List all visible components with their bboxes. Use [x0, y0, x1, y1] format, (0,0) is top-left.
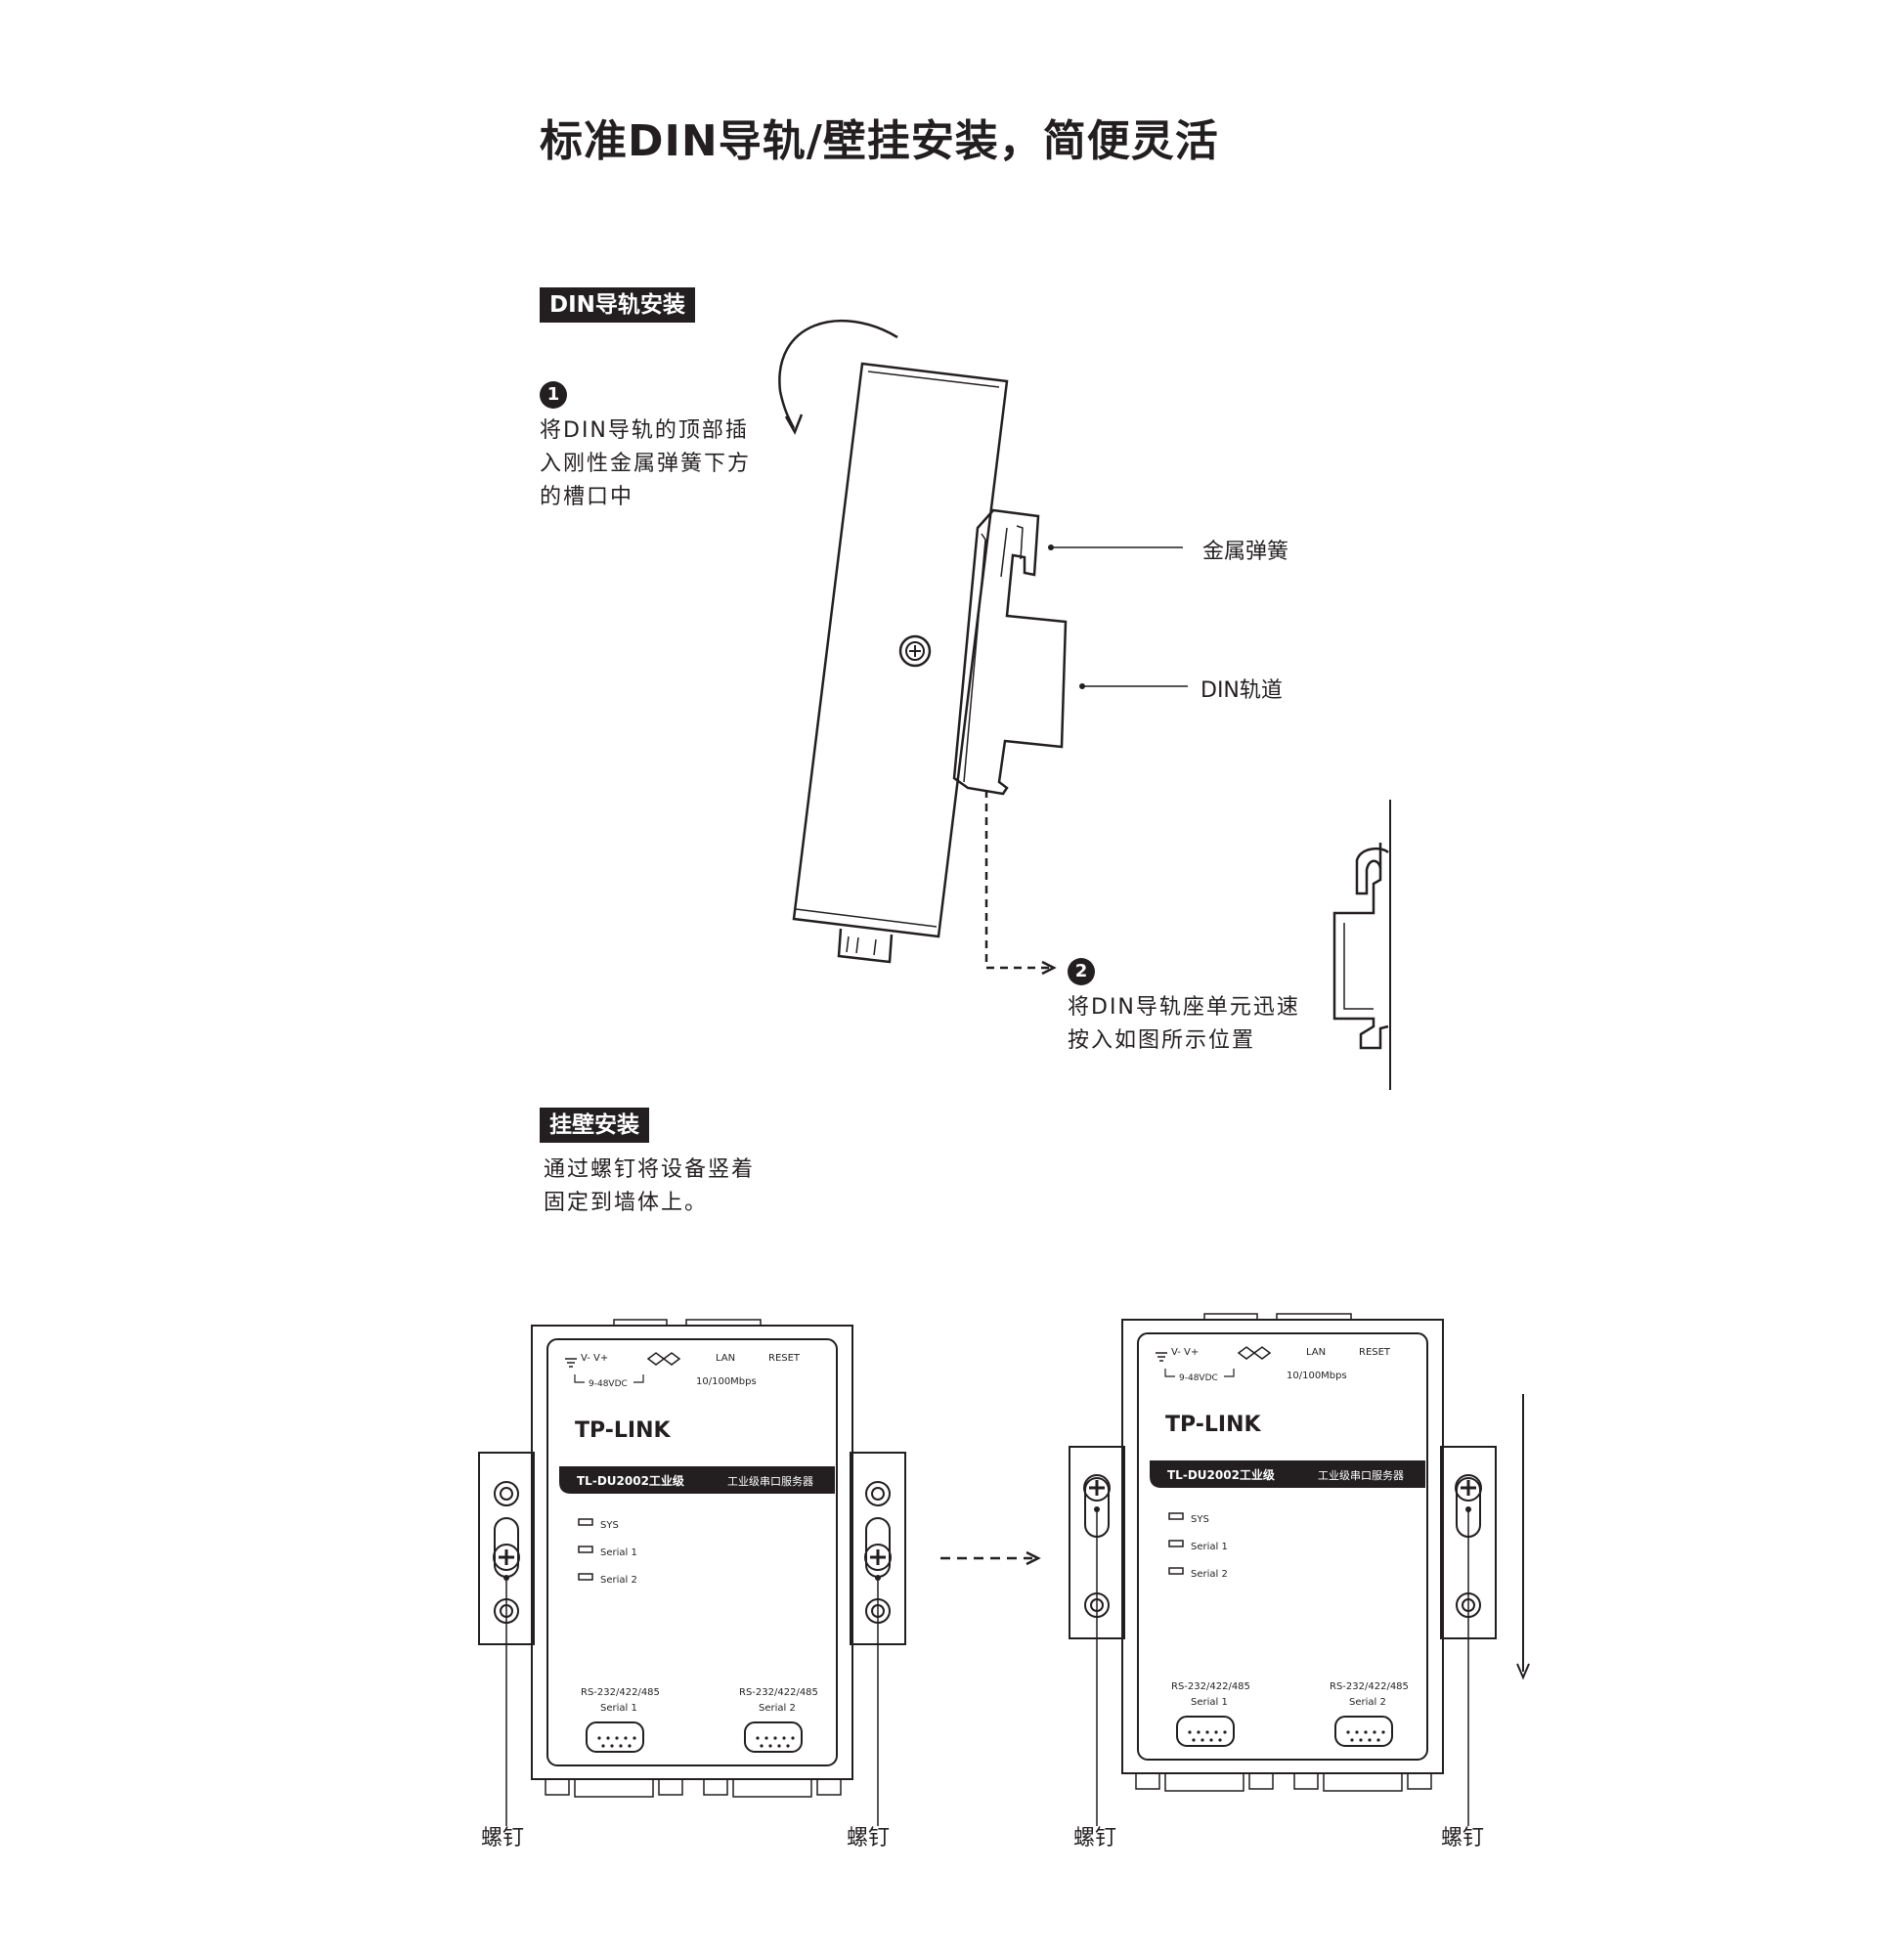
port-name-label: Serial 2 [759, 1703, 796, 1714]
metal-spring-callout: 金属弹簧 [1202, 540, 1289, 564]
screw-label: 螺钉 [481, 1826, 525, 1851]
device-shell [531, 1325, 853, 1780]
step-2-badge: 2 [1068, 958, 1095, 985]
serial-port-1 [586, 1721, 644, 1753]
led-label: Serial 1 [600, 1547, 637, 1558]
power-label: V- V+ [581, 1353, 608, 1364]
port-name-label: Serial 1 [600, 1703, 637, 1714]
wall-mount-line: 通过螺钉将设备竖着 [544, 1157, 756, 1182]
step-2-line: 将DIN导轨座单元迅速 [1068, 995, 1300, 1020]
screw-label: 螺钉 [1073, 1826, 1117, 1851]
step-1-line: 的槽口中 [540, 485, 634, 509]
screw-icon [1455, 1474, 1482, 1502]
wall-mount-device-before: V- V+ 9-48VDC LAN 10/100Mbps RESET TP-LI… [478, 1319, 906, 1826]
model-banner [1150, 1460, 1425, 1488]
screw-icon [1083, 1474, 1111, 1502]
voltage-label: 9-48VDC [589, 1379, 628, 1389]
slide-down-arrow [1516, 1394, 1530, 1680]
led-label: Serial 2 [1191, 1569, 1228, 1580]
step-2-instructions: 将DIN导轨座单元迅速 按入如图所示位置 [1068, 991, 1300, 1058]
lan-label: LAN [1306, 1347, 1326, 1358]
product-name: 工业级串口服务器 [1318, 1469, 1404, 1482]
led-label: Serial 1 [1191, 1542, 1228, 1552]
device-shell [1121, 1319, 1444, 1774]
led-label: Serial 2 [600, 1575, 637, 1586]
led-label: SYS [600, 1520, 619, 1531]
rotation-arrow [778, 319, 898, 429]
port-name-label: Serial 2 [1349, 1697, 1386, 1708]
din-rail-profile [1332, 843, 1389, 1050]
dashed-press-arrow [984, 790, 1051, 970]
wall-mount-instructions: 通过螺钉将设备竖着 固定到墙体上。 [544, 1154, 755, 1220]
din-clip-bracket [952, 508, 1068, 796]
step-1-badge: 1 [540, 381, 567, 409]
wall-mount-section-tag: 挂壁安装 [540, 1108, 649, 1143]
brand-logo: TP-LINK [1165, 1413, 1261, 1437]
screw-label: 螺钉 [1441, 1826, 1485, 1851]
din-rail-diagram [778, 319, 1391, 1090]
reset-label: RESET [768, 1353, 801, 1364]
screw-icon [493, 1544, 520, 1571]
step-1-line: 入刚性金属弹簧下方 [540, 452, 752, 476]
screw-icon [864, 1544, 892, 1571]
port-type-label: RS-232/422/485 [1171, 1681, 1250, 1692]
serial-port-2 [744, 1721, 803, 1753]
screw-label: 螺钉 [847, 1826, 891, 1851]
lan-speed-label: 10/100Mbps [1287, 1371, 1347, 1381]
led-label: SYS [1191, 1514, 1209, 1525]
port-type-label: RS-232/422/485 [739, 1687, 818, 1698]
port-type-label: RS-232/422/485 [581, 1687, 660, 1698]
port-type-label: RS-232/422/485 [1330, 1681, 1409, 1692]
step-2-line: 按入如图所示位置 [1068, 1028, 1256, 1053]
wall-mount-device-after: V- V+ 9-48VDC LAN 10/100Mbps RESET TP-LI… [1069, 1313, 1497, 1826]
lan-speed-label: 10/100Mbps [696, 1376, 757, 1387]
page-title: 标准DIN导轨/壁挂安装，简便灵活 [540, 116, 1219, 166]
din-rail-callout: DIN轨道 [1200, 678, 1283, 703]
move-arrow [940, 1550, 1041, 1566]
product-name: 工业级串口服务器 [727, 1475, 813, 1488]
device-front-panel [1137, 1332, 1428, 1761]
device-front-panel [546, 1338, 838, 1766]
reset-label: RESET [1359, 1347, 1391, 1358]
voltage-label: 9-48VDC [1179, 1373, 1218, 1383]
step-1-line: 将DIN导轨的顶部插 [540, 418, 749, 443]
model-banner [559, 1466, 835, 1494]
step-1-instructions: 将DIN导轨的顶部插 入刚性金属弹簧下方 的槽口中 [540, 414, 751, 514]
side-screw-icon [898, 634, 932, 668]
serial-port-2 [1334, 1716, 1393, 1747]
power-label: V- V+ [1171, 1347, 1199, 1358]
device-side-body [792, 362, 1009, 938]
din-rail-section-tag: DIN导轨安装 [540, 287, 695, 323]
rotation-arrowhead [784, 414, 804, 435]
model-name: TL-DU2002工业级 [1167, 1467, 1275, 1482]
model-name: TL-DU2002工业级 [577, 1473, 684, 1488]
lan-label: LAN [716, 1353, 735, 1364]
port-name-label: Serial 1 [1191, 1697, 1228, 1708]
brand-logo: TP-LINK [575, 1418, 671, 1443]
wall-mount-line: 固定到墙体上。 [544, 1191, 709, 1215]
serial-port-1 [1176, 1716, 1235, 1747]
